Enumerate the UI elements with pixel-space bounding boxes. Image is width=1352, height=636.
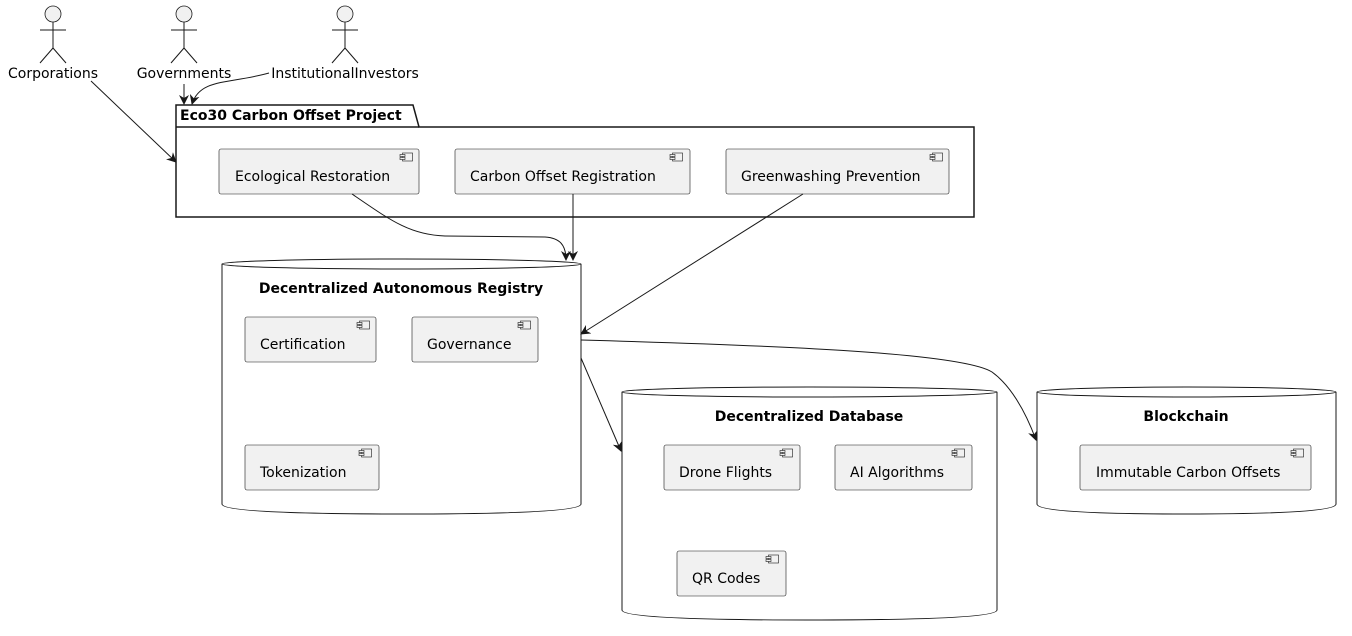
- actor-icon: [331, 5, 359, 64]
- component-immutable-carbon-offsets[interactable]: Immutable Carbon Offsets: [1079, 444, 1312, 491]
- component-certification[interactable]: Certification: [244, 316, 377, 363]
- component-label: Carbon Offset Registration: [470, 169, 656, 185]
- edge-registry-to-database: [580, 357, 623, 452]
- edge-ecological-to-registry: [351, 193, 571, 261]
- component-label: AI Algorithms: [850, 465, 944, 481]
- component-tokenization[interactable]: Tokenization: [244, 444, 380, 491]
- actor-corporations[interactable]: Corporations: [8, 5, 98, 82]
- component-label: Certification: [260, 337, 345, 353]
- component-ai-algorithms[interactable]: AI Algorithms: [834, 444, 973, 491]
- actor-governments[interactable]: Governments: [137, 5, 232, 82]
- actor-label: InstitutionalInvestors: [271, 66, 419, 82]
- component-label: Immutable Carbon Offsets: [1096, 465, 1280, 481]
- component-label: Tokenization: [259, 465, 346, 481]
- database-title: Decentralized Autonomous Registry: [259, 281, 543, 297]
- actor-institutional-investors[interactable]: InstitutionalInvestors: [271, 5, 419, 82]
- actor-icon: [170, 5, 198, 64]
- database-title: Blockchain: [1143, 409, 1228, 425]
- component-label: QR Codes: [692, 571, 760, 587]
- component-ecological-restoration[interactable]: Ecological Restoration: [218, 148, 420, 195]
- package-eco30[interactable]: Eco30 Carbon Offset Project Ecological R…: [175, 104, 975, 218]
- edge-registry-to-blockchain: [580, 339, 1038, 441]
- database-title: Decentralized Database: [715, 409, 904, 425]
- component-label: Greenwashing Prevention: [741, 169, 921, 185]
- actor-label: Governments: [137, 66, 232, 82]
- component-label: Ecological Restoration: [235, 169, 390, 185]
- component-carbon-offset-registration[interactable]: Carbon Offset Registration: [454, 148, 691, 195]
- component-governance[interactable]: Governance: [411, 316, 539, 363]
- component-greenwashing-prevention[interactable]: Greenwashing Prevention: [725, 148, 950, 195]
- actor-label: Corporations: [8, 66, 98, 82]
- edge-investors-to-project: [189, 72, 270, 105]
- component-qr-codes[interactable]: QR Codes: [676, 550, 787, 597]
- edge-greenwashing-to-registry: [580, 193, 804, 335]
- database-blockchain[interactable]: Blockchain Immutable Carbon Offsets: [1036, 386, 1337, 515]
- edge-corporations-to-project: [90, 80, 177, 163]
- component-label: Drone Flights: [679, 465, 772, 481]
- database-registry[interactable]: Decentralized Autonomous Registry Certif…: [221, 258, 582, 515]
- database-decentralized[interactable]: Decentralized Database Drone Flights AI …: [621, 386, 998, 621]
- package-title: Eco30 Carbon Offset Project: [180, 108, 402, 124]
- actor-icon: [39, 5, 67, 64]
- component-drone-flights[interactable]: Drone Flights: [663, 444, 801, 491]
- component-label: Governance: [427, 337, 511, 353]
